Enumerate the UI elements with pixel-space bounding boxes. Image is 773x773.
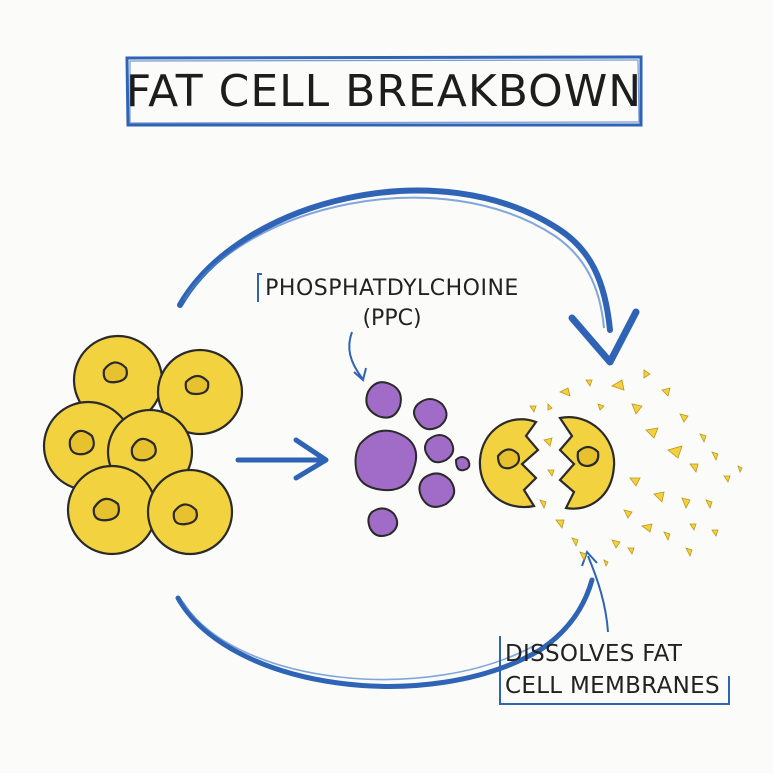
ppc-blob — [367, 507, 399, 537]
fat-cell — [106, 408, 194, 496]
middle-arrow — [235, 437, 329, 481]
dissolve-frame — [499, 636, 730, 705]
fat-cell — [72, 334, 164, 426]
fat-cell — [146, 468, 234, 556]
fat-cell — [66, 464, 158, 556]
ppc-molecules — [354, 381, 471, 537]
ppc-pointer-arrow — [348, 331, 367, 382]
dissolve-label-line1: DISSOLVES FAT — [505, 641, 683, 667]
ppc-label-line1: PHOSPHATDYLCHOINE — [265, 276, 519, 301]
dissolve-box: DISSOLVES FAT CELL MEMBRANES — [497, 632, 733, 708]
breaking-fat-cell — [478, 416, 616, 510]
ppc-blob — [365, 381, 402, 419]
diagram-title: FAT CELL BREAKBOWN — [125, 65, 643, 117]
ppc-bracket — [257, 273, 262, 302]
ppc-blob — [454, 456, 471, 472]
fat-fragments — [529, 369, 743, 568]
title-frame — [125, 55, 643, 127]
dissolve-pointer-arrow — [581, 550, 609, 633]
fat-cell — [42, 400, 134, 492]
title-box: FAT CELL BREAKBOWN — [124, 54, 644, 128]
dissolve-label-line2: CELL MEMBRANES — [505, 673, 720, 700]
ppc-label: PHOSPHATDYLCHOINE (PPC) — [262, 274, 522, 333]
fat-cell-cluster — [42, 334, 244, 556]
dissolve-label: DISSOLVES FAT CELL MEMBRANES — [505, 638, 720, 702]
ppc-blob — [354, 429, 418, 492]
ppc-label-line2: (PPC) — [362, 305, 422, 331]
ppc-blob — [418, 472, 456, 508]
fat-cell — [156, 348, 244, 436]
ppc-blob — [413, 398, 448, 431]
ppc-blob — [424, 434, 455, 464]
